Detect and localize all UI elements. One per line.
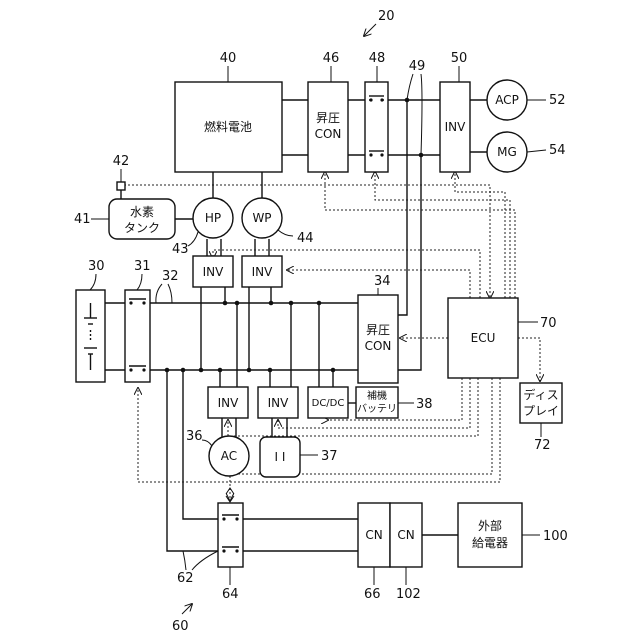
svg-text:52: 52	[549, 93, 566, 108]
svg-text:54: 54	[549, 143, 566, 158]
relay-48	[365, 82, 388, 172]
svg-text:50: 50	[451, 51, 468, 66]
svg-text:外部: 外部	[478, 518, 502, 533]
svg-text:ACP: ACP	[495, 93, 519, 107]
svg-text:INV: INV	[268, 396, 290, 410]
svg-text:ディス: ディス	[523, 387, 558, 402]
power-wiring	[105, 100, 487, 551]
svg-text:CON: CON	[365, 339, 392, 353]
svg-text:水素: 水素	[130, 205, 154, 219]
svg-text:36: 36	[186, 429, 203, 444]
svg-text:41: 41	[74, 212, 91, 227]
svg-text:38: 38	[416, 397, 433, 412]
ii-load: I I	[260, 437, 300, 477]
inverter-50: INV	[440, 82, 470, 172]
svg-text:INV: INV	[252, 265, 274, 279]
svg-text:CN: CN	[397, 528, 414, 542]
external-power-supply: 外部 給電器	[458, 503, 522, 567]
svg-text:44: 44	[297, 231, 314, 246]
svg-text:WP: WP	[252, 211, 271, 225]
ref-20: 20	[378, 9, 395, 24]
inverter-ac: INV	[208, 387, 248, 418]
svg-text:INV: INV	[218, 396, 240, 410]
svg-text:給電器: 給電器	[472, 536, 508, 550]
svg-text:DC/DC: DC/DC	[312, 398, 345, 409]
motor-generator: MG	[487, 132, 527, 172]
svg-text:40: 40	[220, 51, 237, 66]
svg-text:34: 34	[374, 274, 391, 289]
svg-text:60: 60	[172, 619, 189, 634]
svg-text:INV: INV	[203, 265, 225, 279]
hydrogen-tank: 水素 タンク	[109, 199, 193, 239]
svg-text:49: 49	[409, 59, 426, 74]
fuel-cell: 燃料電池	[175, 82, 282, 172]
svg-text:48: 48	[369, 51, 386, 66]
svg-text:42: 42	[113, 154, 130, 169]
svg-text:70: 70	[540, 316, 557, 331]
ecu: ECU	[448, 298, 518, 378]
svg-text:31: 31	[134, 259, 151, 274]
hydrogen-sensor	[117, 182, 125, 199]
svg-text:プレイ: プレイ	[523, 404, 559, 418]
svg-text:CN: CN	[365, 528, 382, 542]
aux-battery: 補機 バッテリ	[356, 387, 398, 418]
svg-text:バッテリ: バッテリ	[357, 403, 397, 415]
inverter-wp: INV	[242, 256, 282, 287]
svg-text:AC: AC	[221, 449, 237, 463]
svg-text:62: 62	[177, 571, 194, 586]
fuel-cell-label: 燃料電池	[204, 119, 252, 134]
svg-text:HP: HP	[205, 211, 221, 225]
inverter-ii: INV	[258, 387, 298, 418]
svg-text:64: 64	[222, 587, 239, 602]
svg-text:43: 43	[172, 242, 189, 257]
water-pump: WP	[242, 172, 282, 238]
svg-text:CON: CON	[315, 127, 342, 141]
dcdc-converter: DC/DC	[308, 387, 348, 418]
svg-text:66: 66	[364, 587, 381, 602]
svg-text:昇圧: 昇圧	[366, 323, 390, 337]
ac-motor: AC	[209, 436, 249, 476]
relay-31	[125, 290, 150, 382]
svg-text:100: 100	[543, 529, 568, 544]
connector-102: CN	[390, 503, 422, 567]
svg-text:46: 46	[323, 51, 340, 66]
relay-64	[218, 503, 243, 567]
boost-converter-46: 昇圧 CON	[308, 82, 348, 172]
svg-text:INV: INV	[445, 120, 467, 134]
display: ディス プレイ	[520, 383, 562, 423]
svg-text:I I: I I	[275, 450, 286, 464]
svg-text:72: 72	[534, 438, 551, 453]
svg-text:ECU: ECU	[471, 331, 496, 345]
battery	[76, 290, 105, 382]
inverter-hp: INV	[193, 256, 233, 287]
svg-text:MG: MG	[497, 145, 517, 159]
boost-converter-34: 昇圧 CON	[358, 295, 398, 383]
svg-text:タンク: タンク	[124, 221, 160, 235]
svg-text:30: 30	[88, 259, 105, 274]
svg-text:102: 102	[396, 587, 421, 602]
acp-compressor: ACP	[487, 80, 527, 120]
svg-text:昇圧: 昇圧	[316, 111, 340, 125]
svg-text:補機: 補機	[367, 389, 387, 402]
svg-text:32: 32	[162, 269, 179, 284]
hydrogen-pump: HP	[193, 172, 233, 238]
connector-66: CN	[358, 503, 390, 567]
svg-text:37: 37	[321, 449, 338, 464]
